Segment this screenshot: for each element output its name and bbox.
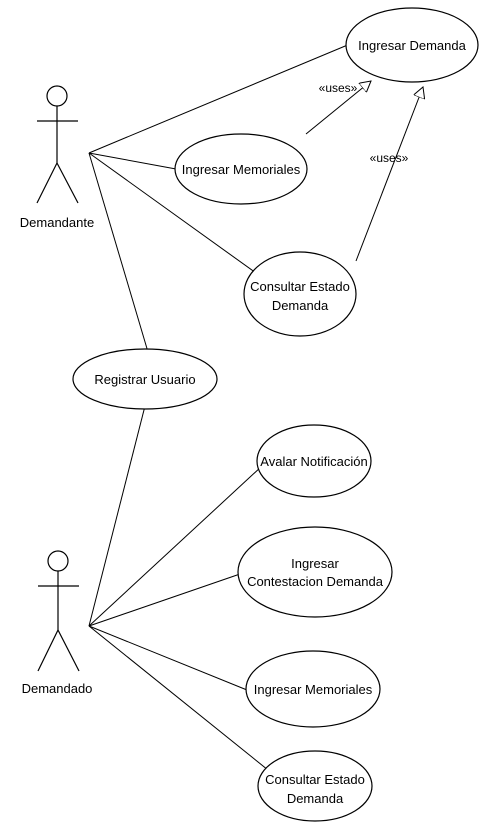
use-case-consultar-estado-bottom: Consultar Estado Demanda <box>257 750 373 822</box>
actor-demandado: Demandado <box>22 550 93 696</box>
assoc-demandado-avalar-notificacion <box>88 465 263 627</box>
use-case-registrar-usuario: Registrar Usuario <box>72 348 218 410</box>
assoc-demandado-ingresar-memoriales <box>88 625 248 691</box>
use-case-label: Ingresar Memoriales <box>182 162 301 177</box>
actor-label: Demandante <box>20 215 94 230</box>
assoc-demandante-ingresar-demanda <box>88 43 351 154</box>
use-case-label: Ingresar Demanda <box>358 38 466 53</box>
use-case-label: Ingresar Memoriales <box>254 682 373 697</box>
assoc-demandado-ingresar-contestacion <box>88 573 241 627</box>
use-case-label-line1: Consultar Estado <box>250 279 350 294</box>
use-case-ingresar-demanda: Ingresar Demanda <box>345 7 479 83</box>
use-case-ingresar-contestacion: Ingresar Contestacion Demanda <box>237 526 393 618</box>
assoc-registrar-usuario-demandado <box>88 405 146 627</box>
assoc-demandante-registrar-usuario <box>88 152 149 353</box>
uses-label-2: «uses» <box>370 151 409 165</box>
uses-label-1: «uses» <box>319 81 358 95</box>
use-case-label-line1: Ingresar <box>291 556 339 571</box>
assoc-demandante-ingresar-memoriales <box>88 152 177 170</box>
uses-arrow-consultar-to-demanda <box>355 87 423 262</box>
use-case-label-line2: Demanda <box>287 791 344 806</box>
use-case-avalar-notificacion: Avalar Notificación <box>256 424 372 498</box>
use-case-ingresar-memoriales-bottom: Ingresar Memoriales <box>245 650 381 728</box>
stick-figure-icon <box>36 85 79 204</box>
use-case-label-line2: Contestacion Demanda <box>247 574 384 589</box>
use-case-label: Registrar Usuario <box>94 372 195 387</box>
stick-figure-icon <box>37 550 80 672</box>
use-case-label: Avalar Notificación <box>260 454 367 469</box>
use-case-ingresar-memoriales-top: Ingresar Memoriales <box>174 133 308 205</box>
actor-demandante: Demandante <box>20 85 94 230</box>
actor-label: Demandado <box>22 681 93 696</box>
uses-arrow-memoriales-to-demanda <box>305 81 371 135</box>
use-case-label-line1: Consultar Estado <box>265 772 365 787</box>
associations <box>88 43 423 771</box>
use-case-consultar-estado-top: Consultar Estado Demanda <box>243 251 357 337</box>
assoc-demandado-consultar-estado <box>88 625 269 771</box>
use-case-label-line2: Demanda <box>272 298 329 313</box>
assoc-demandante-consultar-estado <box>88 152 257 274</box>
